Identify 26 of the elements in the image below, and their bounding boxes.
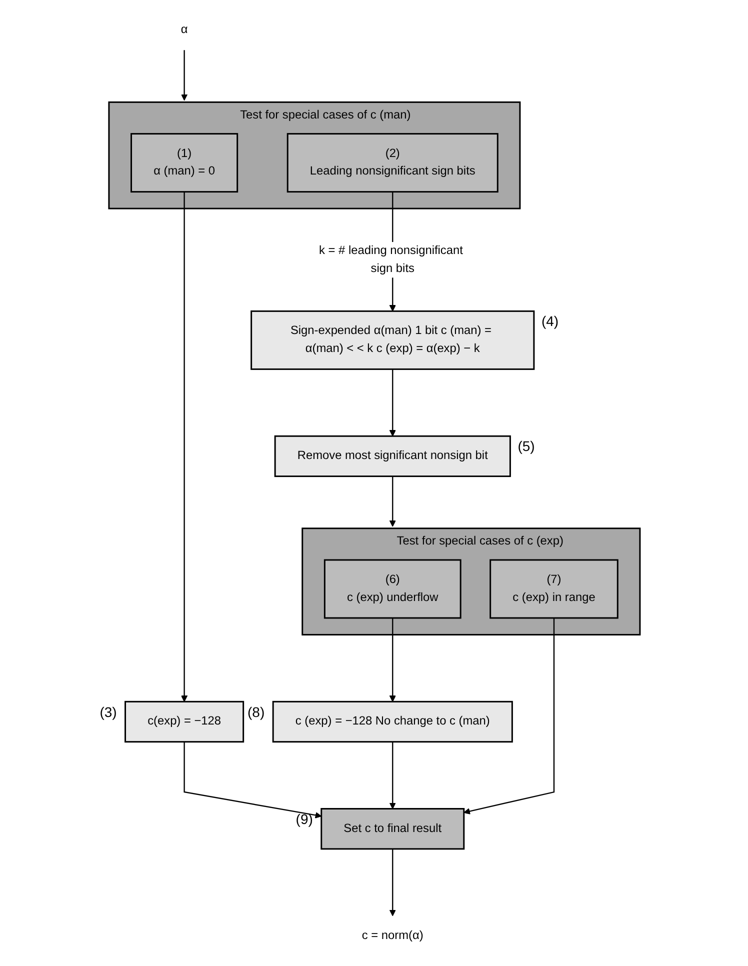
arrow	[388, 618, 396, 702]
arrow	[388, 848, 396, 916]
node-box: Sign-expended α(man) 1 bit c (man) = α(man) < < k c (exp) = α(exp) − k	[250, 310, 534, 370]
step-number: (5)	[518, 438, 535, 454]
node-box: (1) α (man) = 0	[130, 133, 238, 193]
arrow	[180, 192, 188, 702]
arrow	[388, 742, 396, 810]
arrow	[388, 369, 396, 436]
node-box: Set c to final result	[320, 808, 464, 850]
node-text: α	[180, 23, 188, 36]
node-box: (6) c (exp) underflow	[323, 559, 461, 619]
arrow	[388, 476, 396, 527]
node-box: c(exp) = −128	[124, 700, 244, 743]
arrow	[183, 742, 322, 818]
arrow	[463, 618, 554, 814]
node-box: (7) c (exp) in range	[489, 559, 618, 619]
step-number: (8)	[248, 704, 265, 720]
step-number: (9)	[296, 810, 313, 827]
arrow	[180, 50, 188, 101]
step-number: (4)	[541, 313, 559, 330]
node-text: c = norm(α)	[361, 929, 423, 942]
node-box: c (exp) = −128 No change to c (man)	[272, 700, 512, 743]
step-number: (3)	[100, 704, 117, 720]
node-box: Remove most significant nonsign bit	[274, 435, 510, 478]
edge-label: k = # leading nonsignificant sign bits	[318, 244, 462, 275]
node-box: (2) Leading nonsignificant sign bits	[286, 133, 498, 193]
